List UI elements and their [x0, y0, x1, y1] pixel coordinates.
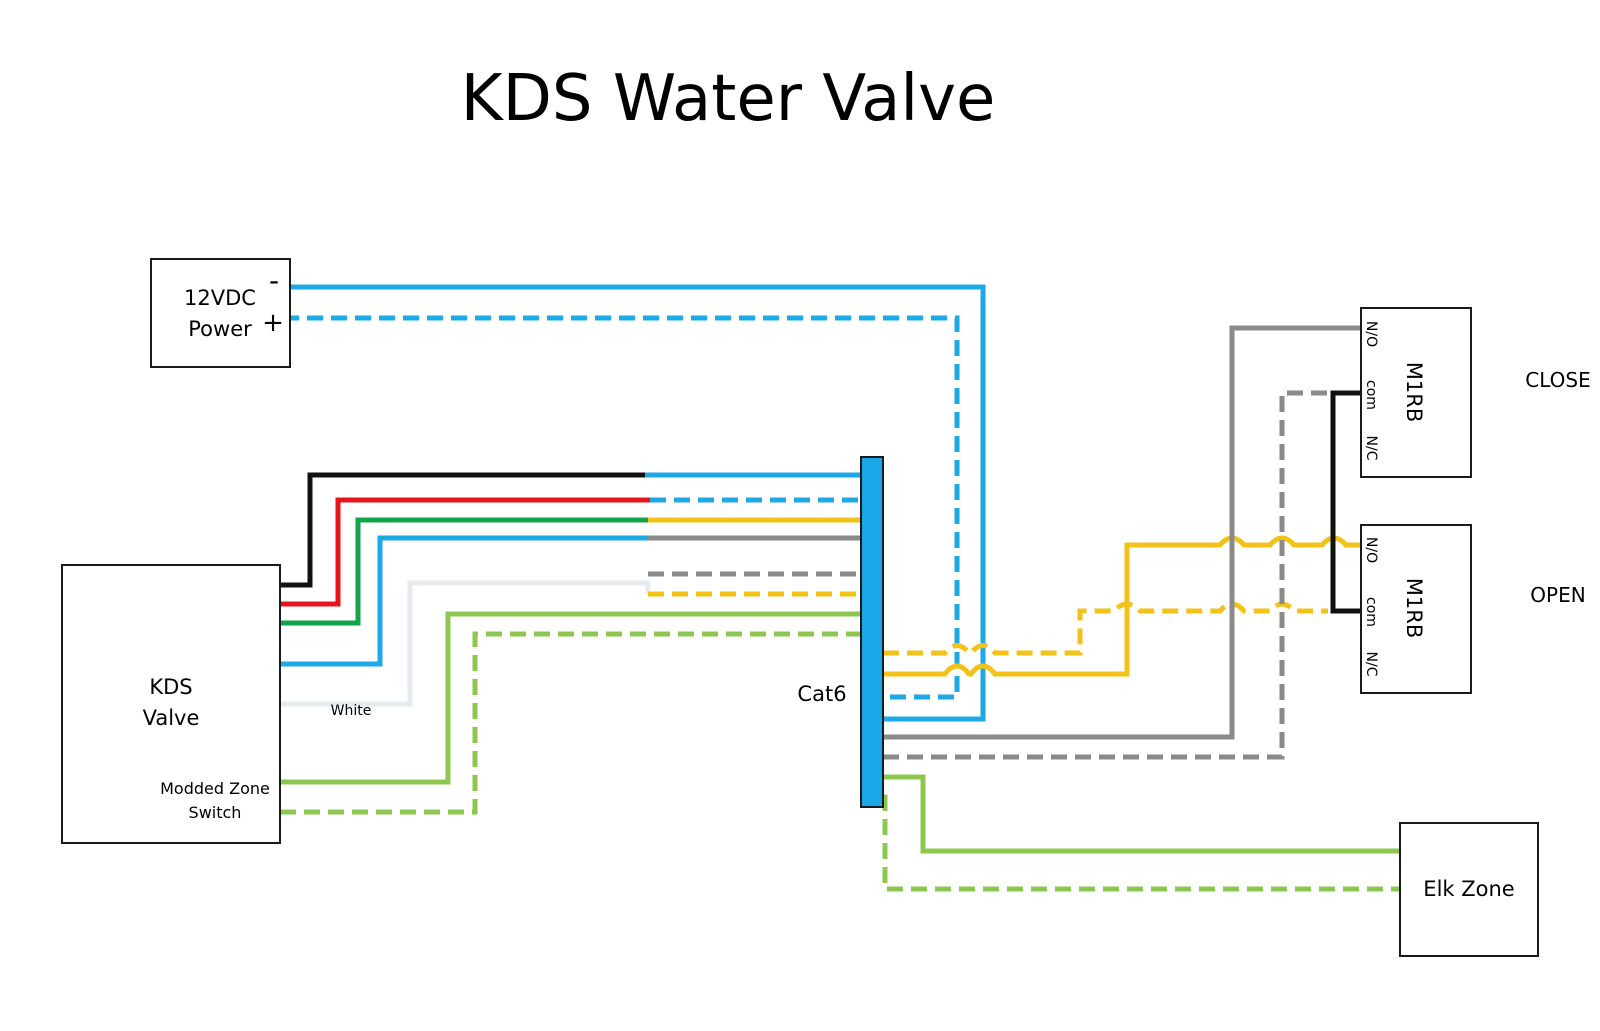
valve-red-wire: [280, 497, 650, 607]
power-plus-wire: [283, 315, 960, 700]
power-supply-label-line2: Power: [188, 317, 252, 341]
valve-label-line1: KDS: [149, 675, 192, 699]
relay-close-nc-terminal: N/C: [1363, 436, 1379, 461]
valve-white-wire: [280, 580, 651, 707]
valve-label-line2: Valve: [143, 706, 200, 730]
power-plus-terminal: +: [262, 308, 284, 338]
kds-valve: KDS Valve Modded Zone Switch: [61, 564, 281, 844]
relay-open-name: M1RB: [1402, 578, 1426, 638]
power-minus-terminal: -: [269, 264, 279, 297]
relay-com-jumper: [1330, 390, 1362, 614]
power-supply: 12VDC Power - +: [150, 258, 291, 368]
valve-blue-wire: [280, 535, 648, 667]
valve-green-wire: [280, 517, 648, 626]
relay-open-nc-terminal: N/C: [1363, 652, 1379, 677]
relay-close-side-label: CLOSE: [1525, 368, 1590, 392]
elk-zone-wire-a: [883, 774, 1400, 854]
relay-close-name: M1RB: [1402, 362, 1426, 422]
cat6-bar: [860, 456, 884, 808]
wires: [280, 284, 1400, 892]
relay-open: M1RB N/O com N/C: [1360, 524, 1472, 694]
valve-black-wire: [280, 472, 645, 588]
elk-zone-label: Elk Zone: [1423, 877, 1514, 901]
relay-open-side-label: OPEN: [1530, 583, 1585, 607]
cat6-yellow-dashed-wire-to-relay: [883, 601, 1328, 656]
relay-close: M1RB N/O com N/C: [1360, 307, 1472, 478]
power-supply-label-line1: 12VDC: [184, 286, 256, 310]
zone-switch-wire-b: [280, 631, 862, 815]
cat6-connector: Cat6: [797, 456, 884, 808]
page-title: KDS Water Valve: [461, 62, 996, 136]
cat6-yellow-wire-to-relay: [883, 535, 1361, 677]
white-wire-label: White: [331, 703, 372, 719]
zone-switch-label-line1: Modded Zone: [160, 779, 270, 798]
relay-close-com-terminal: com: [1363, 380, 1379, 410]
elk-zone-wire-b: [882, 794, 1400, 892]
relay-open-no-terminal: N/O: [1363, 537, 1379, 563]
power-minus-wire: [283, 284, 986, 722]
cat6-gray-dashed-wire-to-relay: [883, 390, 1361, 760]
zone-switch-label-line2: Switch: [189, 803, 242, 822]
cat6-label: Cat6: [797, 682, 846, 706]
relay-open-com-terminal: com: [1363, 597, 1379, 627]
cat6-gray-wire-to-relay: [883, 325, 1361, 740]
zone-switch-wire-a: [280, 611, 862, 785]
elk-zone: Elk Zone: [1399, 822, 1539, 957]
relay-close-no-terminal: N/O: [1363, 321, 1379, 347]
